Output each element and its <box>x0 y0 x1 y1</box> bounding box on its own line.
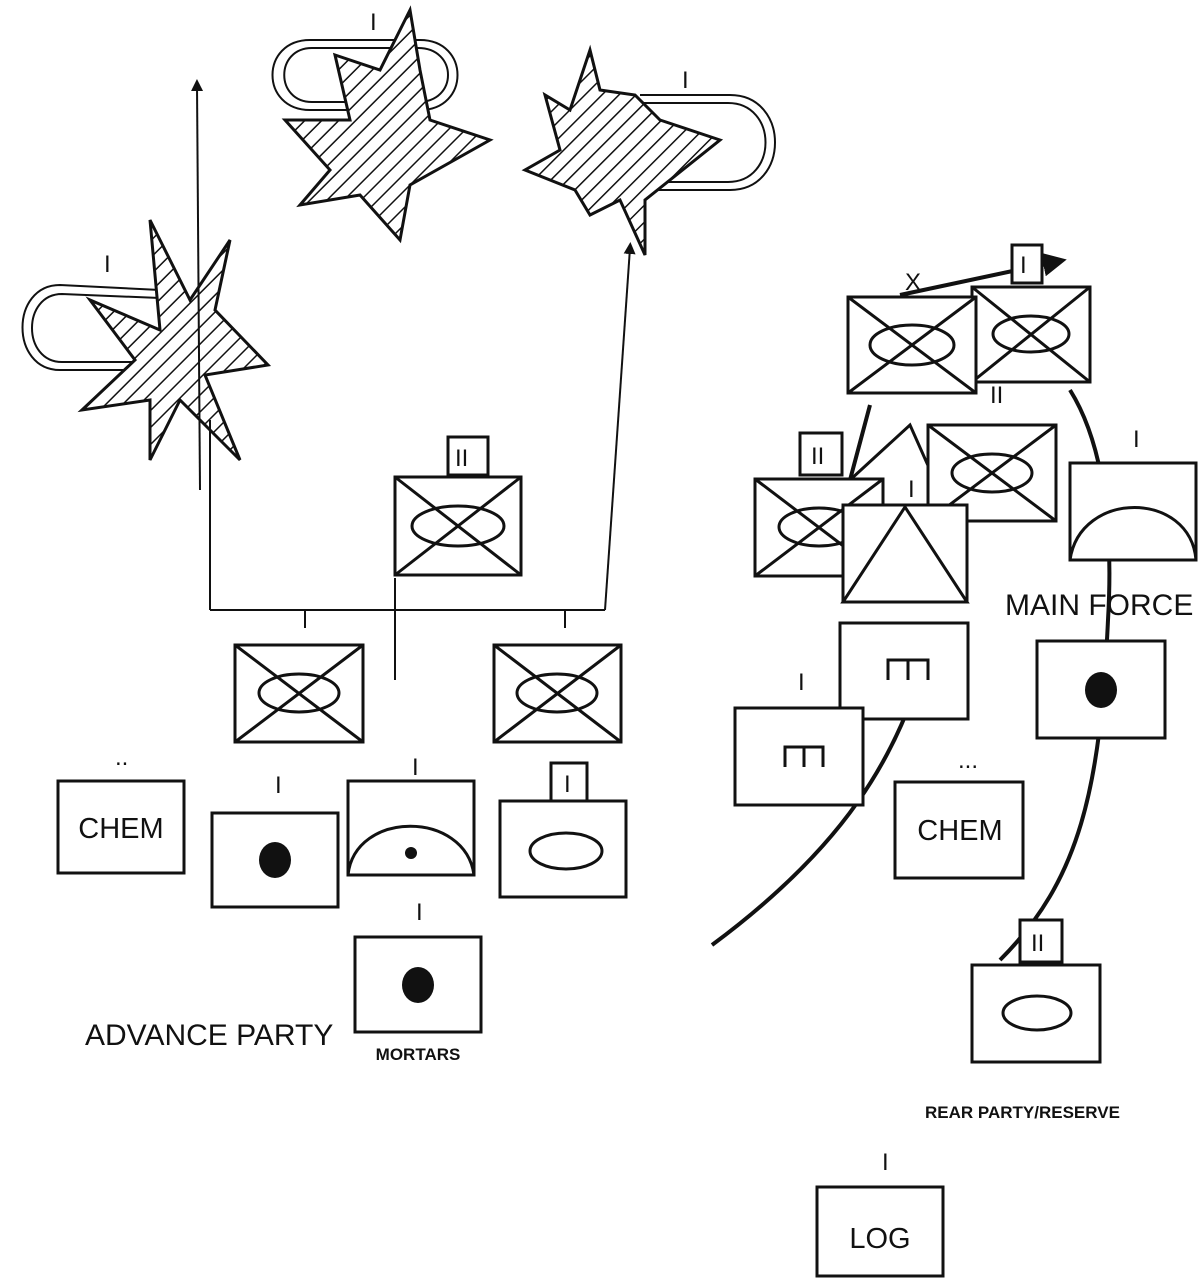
svg-text:I: I <box>882 1149 889 1176</box>
svg-text:I: I <box>1020 252 1027 279</box>
main-air-defense: I <box>840 476 970 604</box>
svg-text:I: I <box>412 754 419 781</box>
advance-hq-company: II <box>393 435 523 577</box>
svg-text:I: I <box>798 669 805 696</box>
svg-text:I: I <box>1133 426 1140 453</box>
advance-recon: I <box>498 761 628 899</box>
main-brigade-hq: X I II <box>846 243 1092 409</box>
main-signal-lower: I <box>733 669 865 807</box>
log-label: LOG <box>849 1223 910 1255</box>
svg-text:...: ... <box>958 747 978 774</box>
svg-text:X: X <box>905 269 921 296</box>
main-signal-upper <box>838 621 970 721</box>
advance-artillery: I <box>346 754 476 877</box>
rear-recon-company: II <box>970 918 1102 1064</box>
advance-platoon-left <box>233 643 365 744</box>
objective-star-right: I <box>521 44 776 256</box>
rear-party-label: REAR PARTY/RESERVE <box>925 1103 1120 1122</box>
echelon-marker: I <box>104 251 111 278</box>
chem-label: CHEM <box>917 815 1002 847</box>
svg-text:I: I <box>275 772 282 799</box>
svg-text:II: II <box>1031 930 1044 957</box>
svg-text:..: .. <box>115 744 128 771</box>
objective-star-left: I <box>21 219 272 462</box>
mortars-label: MORTARS <box>376 1045 461 1064</box>
advance-routes <box>191 79 636 680</box>
objective-star-top: I <box>271 5 494 244</box>
advance-party-label: ADVANCE PARTY <box>85 1019 333 1052</box>
main-force-label: MAIN FORCE <box>1005 589 1193 622</box>
main-chem: ... CHEM <box>893 747 1025 880</box>
advance-mortars: I MORTARS <box>353 899 483 1064</box>
advance-platoon-right <box>492 643 623 744</box>
chem-label: CHEM <box>78 813 163 845</box>
main-artillery: I <box>1068 426 1198 562</box>
svg-text:II: II <box>455 445 468 472</box>
svg-text:II: II <box>990 382 1003 409</box>
advance-medic: I <box>210 772 340 909</box>
main-mortars <box>1035 639 1167 740</box>
svg-text:II: II <box>811 443 824 470</box>
svg-text:I: I <box>416 899 423 926</box>
svg-text:I: I <box>908 476 915 503</box>
echelon-marker: I <box>682 67 689 94</box>
svg-text:I: I <box>564 771 571 798</box>
main-infantry-company: II <box>753 431 885 578</box>
main-engineer-platoon <box>848 422 1058 523</box>
advance-chem: .. CHEM <box>56 744 186 875</box>
echelon-marker: I <box>370 9 377 36</box>
log-unit: I LOG <box>815 1149 945 1278</box>
